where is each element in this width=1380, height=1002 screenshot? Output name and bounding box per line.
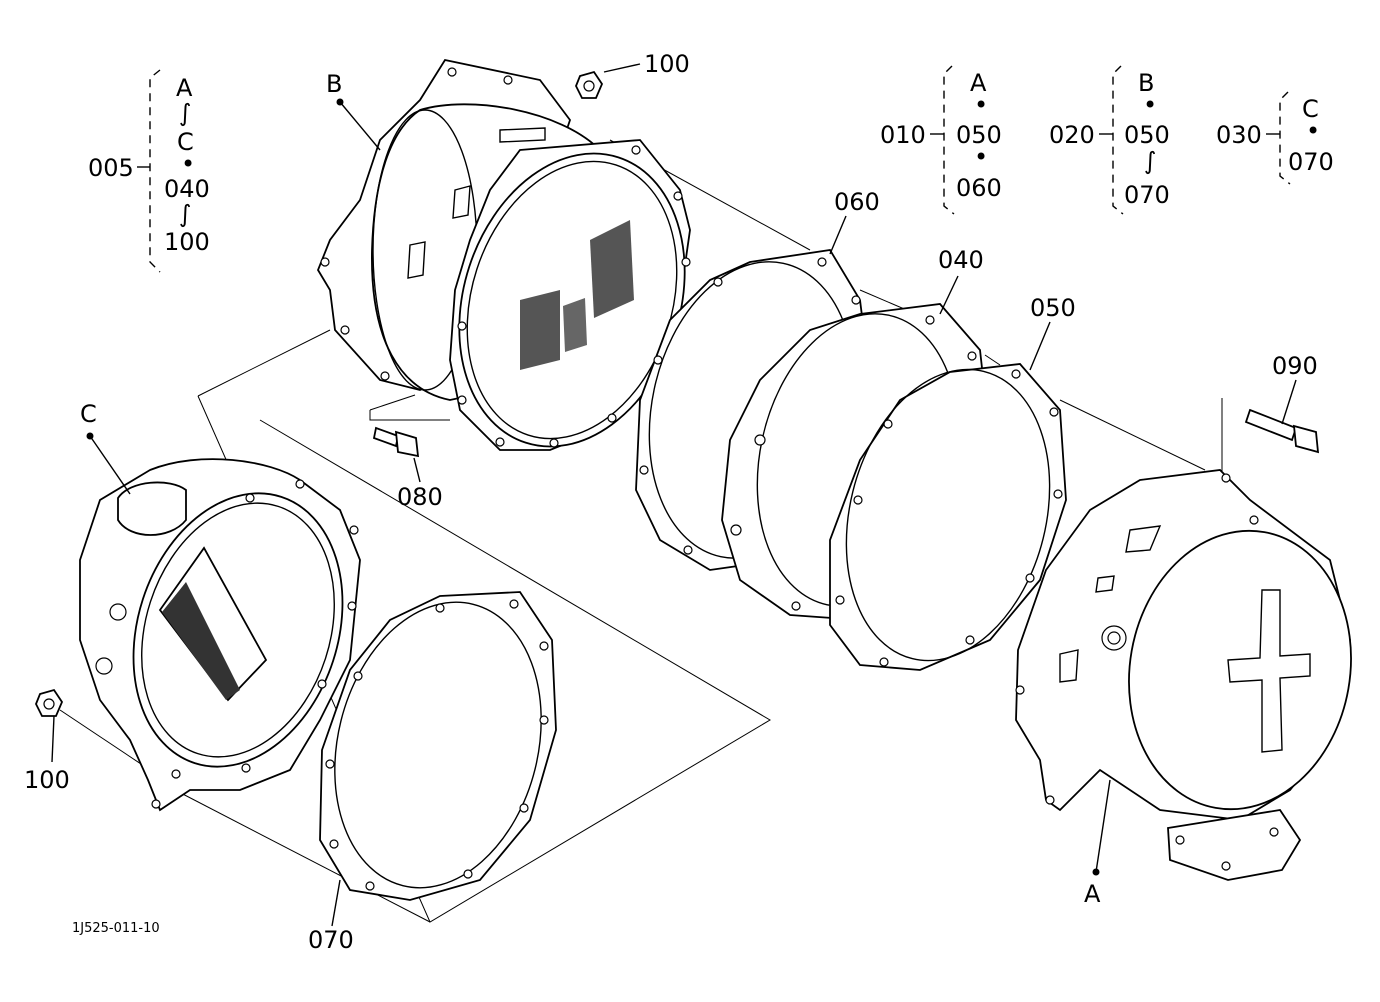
assembly-030-member-1: C (1302, 95, 1319, 123)
callout-040: 040 (938, 246, 984, 274)
part-A-inlet-housing (1015, 469, 1352, 881)
assembly-005-label: 005 (88, 154, 134, 182)
assembly-020-member-2: • (1143, 91, 1157, 119)
assembly-005-member-2: ∫ (179, 99, 192, 127)
callout-050: 050 (1030, 294, 1076, 322)
assembly-group-005: 005 A ∫ C • 040 ∫ 100 (88, 69, 210, 273)
assembly-020-member-5: 070 (1124, 181, 1170, 209)
assembly-030-label: 030 (1216, 121, 1262, 149)
assembly-010-member-3: 050 (956, 121, 1002, 149)
assembly-010-member-5: 060 (956, 174, 1002, 202)
assembly-group-020: 020 B • 050 ∫ 070 (1049, 65, 1170, 215)
callout-060: 060 (834, 188, 880, 216)
part-C-outlet-housing (79, 458, 361, 812)
callout-ref-A: A (1084, 880, 1101, 908)
callout-leaders (51, 63, 1297, 927)
assembly-030-member-2: • (1306, 117, 1320, 145)
assembly-020-label: 020 (1049, 121, 1095, 149)
assembly-010-member-1: A (970, 69, 987, 97)
diagram-id-label: 1J525-011-10 (72, 921, 160, 936)
callout-100-left: 100 (24, 766, 70, 794)
nut-100-top (575, 70, 604, 99)
assembly-020-member-3: 050 (1124, 121, 1170, 149)
callout-080: 080 (397, 483, 443, 511)
bolt-080 (372, 426, 420, 458)
assembly-005-member-5: 040 (164, 175, 210, 203)
assembly-020-member-1: B (1138, 69, 1154, 97)
callout-100-top: 100 (644, 50, 690, 78)
assembly-005-member-7: 100 (164, 228, 210, 256)
callout-ref-B: B (326, 70, 342, 98)
gasket-050 (829, 363, 1067, 671)
callout-090: 090 (1272, 352, 1318, 380)
assembly-005-member-6: ∫ (179, 200, 192, 228)
assembly-group-030: 030 C • 070 (1216, 91, 1334, 185)
assembly-005-member-3: C (177, 128, 194, 156)
part-B-dpf-canister (316, 58, 691, 451)
nut-100-left (35, 688, 64, 717)
assembly-010-member-4: • (974, 143, 988, 171)
assembly-030-member-3: 070 (1288, 148, 1334, 176)
assembly-005-member-4: • (181, 150, 195, 178)
assembly-group-010: 010 A • 050 • 060 (880, 65, 1002, 215)
callout-labels: B C A 100 100 080 090 060 040 050 070 1J… (24, 50, 1318, 954)
assembly-020-member-4: ∫ (1144, 147, 1157, 175)
callout-070: 070 (308, 926, 354, 954)
gasket-070 (319, 591, 557, 901)
bolt-090 (1244, 408, 1320, 454)
assembly-005-member-1: A (176, 74, 193, 102)
assembly-010-member-2: • (974, 91, 988, 119)
assembly-010-label: 010 (880, 121, 926, 149)
callout-ref-C: C (80, 400, 97, 428)
